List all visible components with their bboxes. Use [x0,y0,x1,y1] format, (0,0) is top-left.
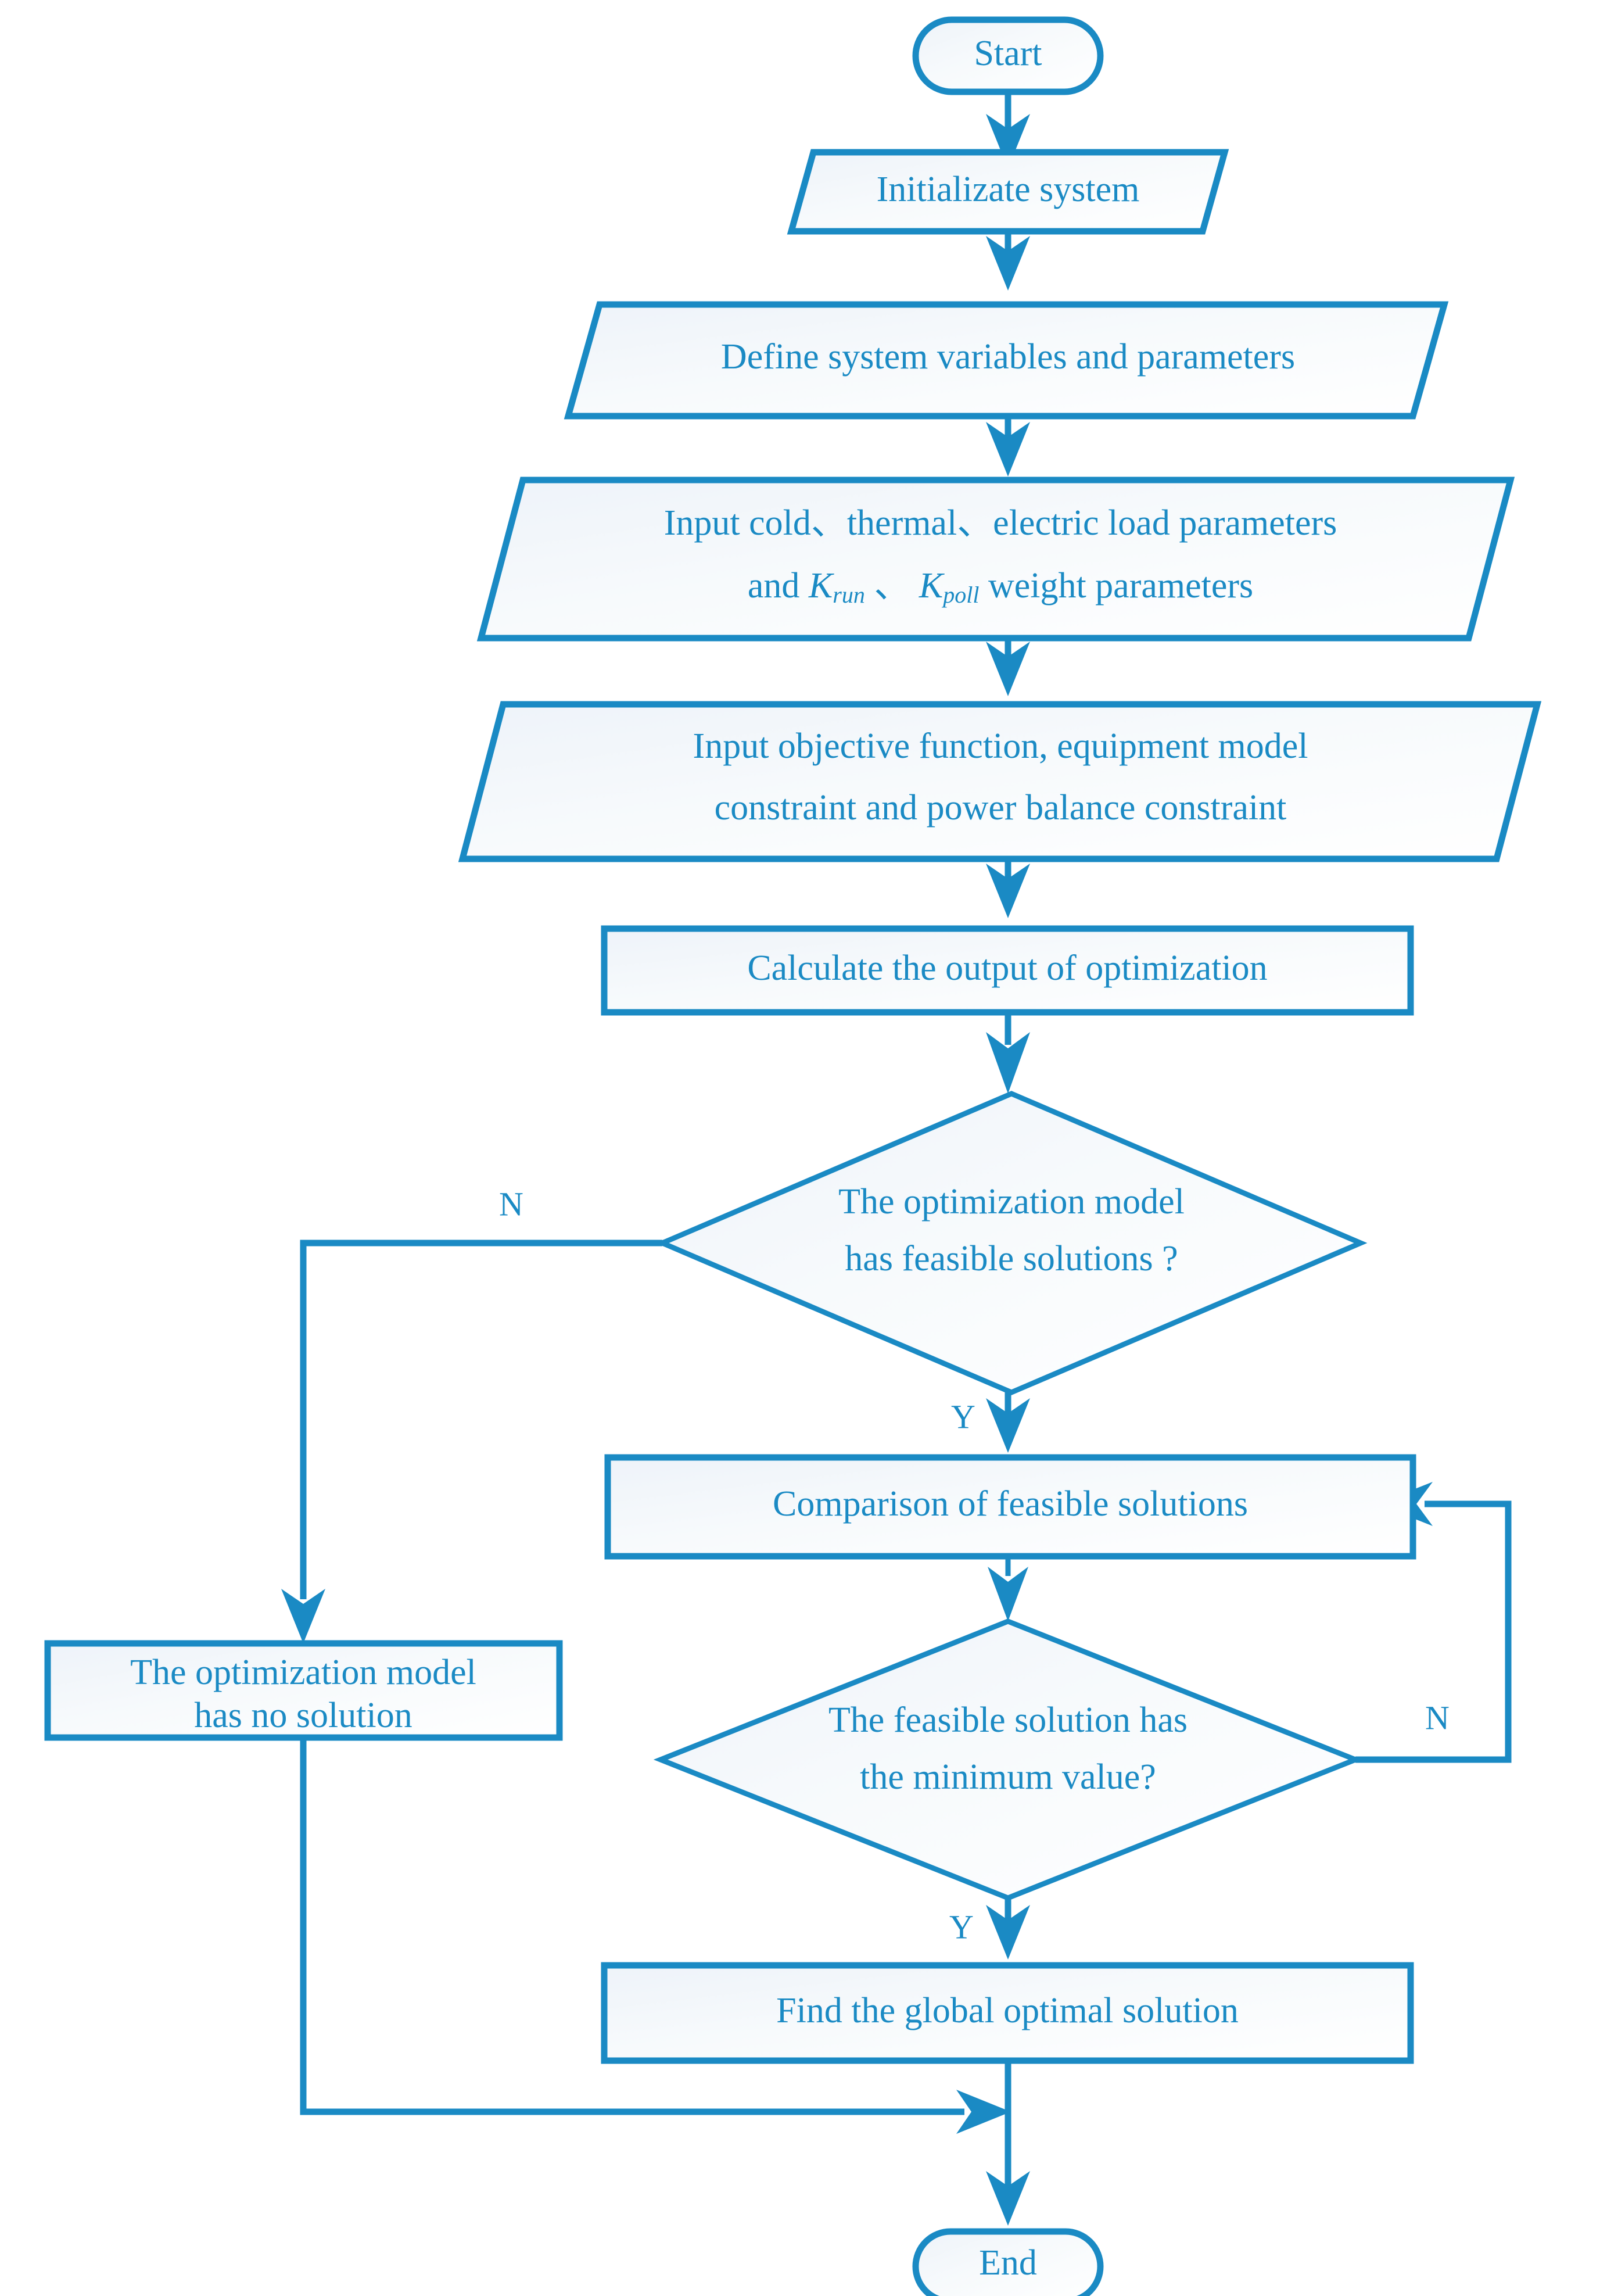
node-no-solution-line2: has no solution [194,1696,412,1735]
node-find-global-label: Find the global optimal solution [776,1991,1239,2030]
node-initialize-label: Initializate system [877,170,1140,209]
connector-feasible-yes-branch [986,1392,1030,1453]
node-comparison[interactable]: Comparison of feasible solutions [604,1454,1416,1560]
node-no-solution-line1: The optimization model [130,1653,476,1692]
connector-define-to-inputloads [986,416,1030,477]
input-loads-and: and [748,566,809,606]
node-calculate-label: Calculate the output of optimization [747,948,1267,988]
node-define-vars[interactable]: Define system variables and parameters [564,301,1449,420]
edge-label-minimum-yes: Y [949,1908,974,1946]
input-loads-sep: 、 [865,566,919,606]
edge-label-feasible-yes: Y [951,1398,975,1435]
connector-findglobal-to-end [986,2061,1030,2226]
connector-minimum-yes-branch [986,1898,1030,1960]
node-start[interactable]: Start [912,16,1104,95]
node-find-global[interactable]: Find the global optimal solution [601,1962,1414,2064]
edge-label-minimum-no: N [1425,1699,1450,1736]
input-loads-tail: weight parameters [979,566,1253,606]
connector-comparison-to-decision-minimum [988,1556,1028,1621]
node-no-solution[interactable]: The optimization model has no solution [44,1640,563,1741]
node-start-label: Start [974,34,1042,73]
node-input-loads[interactable]: Input cold、thermal、electric load paramet… [476,477,1515,642]
connector-feasible-no-branch [281,1240,662,1643]
input-loads-krun: K [808,566,835,606]
connector-start-to-initialize [986,92,1030,169]
node-decision-minimum-line2: the minimum value? [860,1757,1156,1797]
connector-initialize-to-define [986,231,1030,291]
node-decision-feasible-line2: has feasible solutions ? [845,1239,1178,1278]
node-decision-minimum-line1: The feasible solution has [828,1700,1188,1740]
node-input-objective-line2: constraint and power balance constraint [715,788,1287,828]
node-initialize[interactable]: Initializate system [787,149,1229,235]
connector-objective-to-calculate [986,859,1030,918]
node-calculate[interactable]: Calculate the output of optimization [601,925,1414,1016]
connector-nosolution-to-end [300,1738,1011,2134]
connector-inputloads-to-objective [986,638,1030,696]
node-input-loads-line1: Input cold、thermal、electric load paramet… [664,503,1337,543]
edge-label-feasible-no: N [499,1185,523,1223]
connector-calculate-to-decision-feasible [986,1012,1030,1094]
node-define-vars-label: Define system variables and parameters [721,337,1295,377]
node-input-objective[interactable]: Input objective function, equipment mode… [458,701,1542,862]
input-loads-krun-sub: run [833,582,865,608]
input-loads-kpoll-sub: poll [941,582,979,608]
node-input-loads-line2: and Krun 、 Kpoll weight parameters [748,566,1253,608]
node-decision-feasible-line1: The optimization model [838,1182,1185,1222]
node-decision-minimum[interactable]: The feasible solution has the minimum va… [653,1618,1363,1901]
node-decision-feasible[interactable]: The optimization model has feasible solu… [655,1091,1368,1395]
node-end-label: End [979,2243,1037,2283]
node-comparison-label: Comparison of feasible solutions [773,1484,1248,1524]
node-end[interactable]: End [912,2228,1104,2296]
input-loads-kpoll: K [919,566,945,606]
node-input-objective-line1: Input objective function, equipment mode… [693,726,1308,766]
